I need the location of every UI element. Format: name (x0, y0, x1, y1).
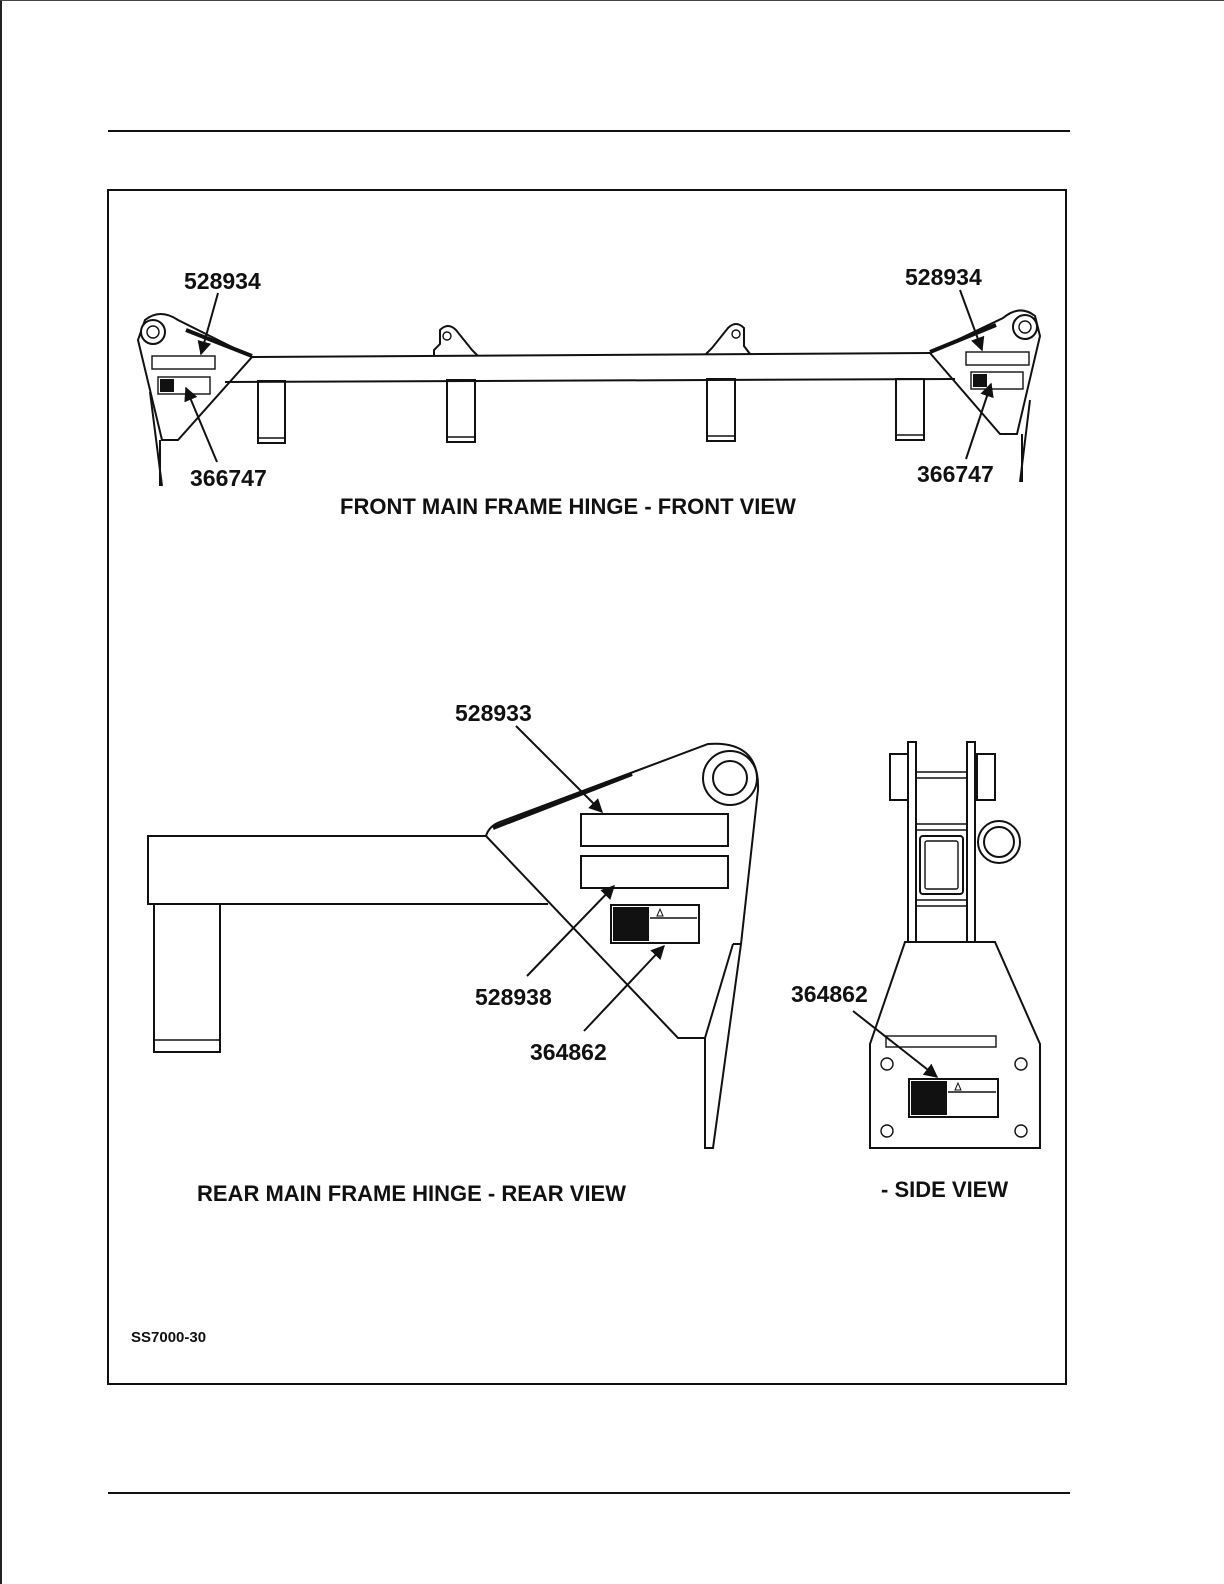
side-view-drawing (853, 742, 1040, 1148)
front-left-decal-528934 (152, 356, 215, 369)
caption-rear-view: REAR MAIN FRAME HINGE - REAR VIEW (197, 1181, 626, 1206)
caption-side-view: - SIDE VIEW (881, 1177, 1008, 1202)
rear-decal-528938 (581, 856, 728, 888)
side-decal-364862 (909, 1079, 998, 1117)
front-left-hinge-plate (138, 314, 252, 486)
rear-view-drawing (148, 726, 758, 1148)
front-view-drawing (138, 290, 1040, 486)
callout-front-left-528934: 528934 (184, 268, 261, 294)
rear-main-beam (148, 836, 548, 1052)
rear-decal-528933 (581, 814, 728, 846)
callout-front-right-528934: 528934 (905, 264, 982, 290)
callout-side-364862: 364862 (791, 981, 868, 1007)
figure-id: SS7000-30 (131, 1329, 206, 1346)
front-leader-arrows (186, 290, 991, 462)
front-legs (258, 379, 924, 443)
front-right-decal-528934 (966, 352, 1029, 365)
rear-decal-364862 (611, 905, 699, 943)
front-lift-tab-right (706, 324, 750, 354)
callout-rear-528938: 528938 (475, 984, 552, 1010)
front-lift-tab-left (434, 326, 478, 356)
callout-rear-528933: 528933 (455, 700, 532, 726)
callout-rear-364862: 364862 (530, 1039, 607, 1065)
side-leader-arrow (853, 1011, 937, 1077)
callout-front-left-366747: 366747 (190, 465, 267, 491)
callout-front-right-366747: 366747 (917, 461, 994, 487)
caption-front-view: FRONT MAIN FRAME HINGE - FRONT VIEW (340, 494, 796, 519)
front-right-hinge-plate (930, 310, 1040, 482)
side-clevis-posts (890, 742, 1020, 942)
rear-hinge-plate (486, 744, 758, 1148)
front-main-beam (225, 353, 955, 382)
